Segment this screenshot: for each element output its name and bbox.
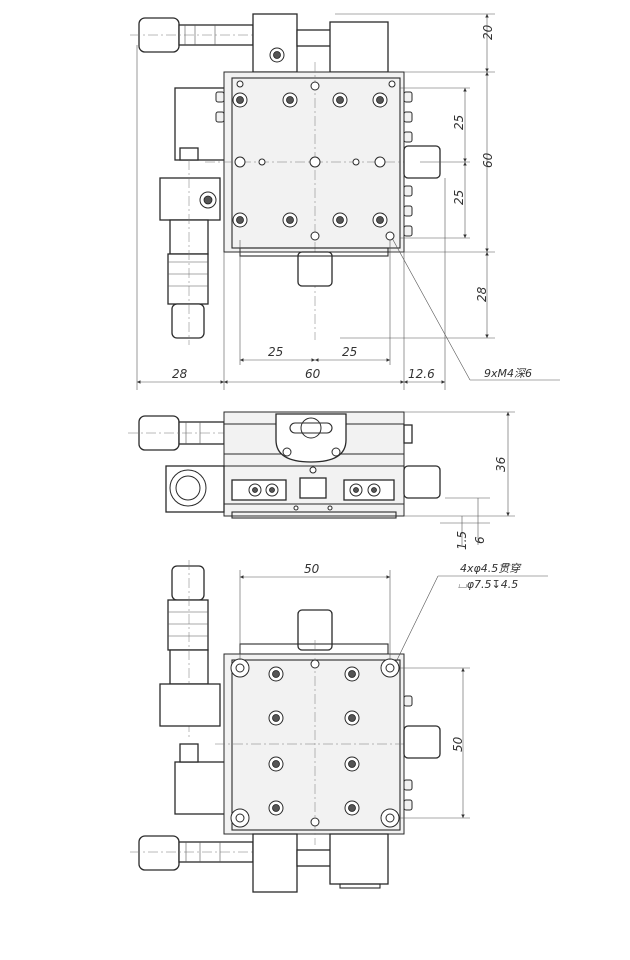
- micrometer-top-left: [130, 13, 389, 73]
- side-right-knob: [403, 465, 441, 499]
- bottom-hole-note-2: ⌴φ7.5↧4.5: [458, 578, 518, 591]
- dim-upper-25: 25: [452, 115, 466, 130]
- bottom-holes: [230, 658, 400, 828]
- dim-lower-25: 25: [452, 190, 466, 205]
- left-clamp: [159, 87, 228, 221]
- bottom-hole-note-1: 4xφ4.5贯穿: [460, 562, 522, 575]
- side-screws: [215, 91, 413, 237]
- dim-height-60: 60: [481, 152, 495, 168]
- dim-side-36: 36: [494, 456, 508, 472]
- dim-width-left-28: 28: [172, 367, 188, 381]
- top-hole-note: 9xM4深6: [484, 367, 532, 380]
- dim-side-1-5: 1.5: [455, 531, 469, 550]
- bottom-right-knob: [403, 725, 441, 759]
- top-view: 20 25 60 25 28 25 25 28 60 12.6 9xM4深6: [130, 13, 560, 390]
- bottom-knob: [297, 251, 333, 287]
- dim-bottom-height-50: 50: [451, 736, 465, 752]
- side-view: 36 1.5 6: [128, 411, 515, 550]
- dim-bottom-28: 28: [475, 286, 489, 302]
- bottom-micrometer-vertical: [171, 565, 205, 601]
- dim-width-60: 60: [305, 367, 321, 381]
- bottom-view: 50 50 4xφ4.5贯穿 ⌴φ7.5↧4.5: [130, 560, 548, 893]
- dim-bottom-left-25: 25: [268, 345, 283, 359]
- side-view-dimensions: [404, 411, 515, 545]
- top-view-dimensions: [136, 13, 560, 390]
- bottom-view-dimensions: [239, 570, 548, 819]
- dim-side-6: 6: [473, 536, 487, 544]
- dim-bottom-right-25: 25: [342, 345, 357, 359]
- dim-top-20: 20: [481, 24, 495, 40]
- bottom-micrometer-horizontal: [138, 835, 180, 871]
- micrometer-vertical: [167, 160, 209, 345]
- top-holes: [232, 80, 396, 241]
- dim-bottom-width-50: 50: [304, 562, 320, 576]
- dim-width-right-12-6: 12.6: [408, 367, 435, 381]
